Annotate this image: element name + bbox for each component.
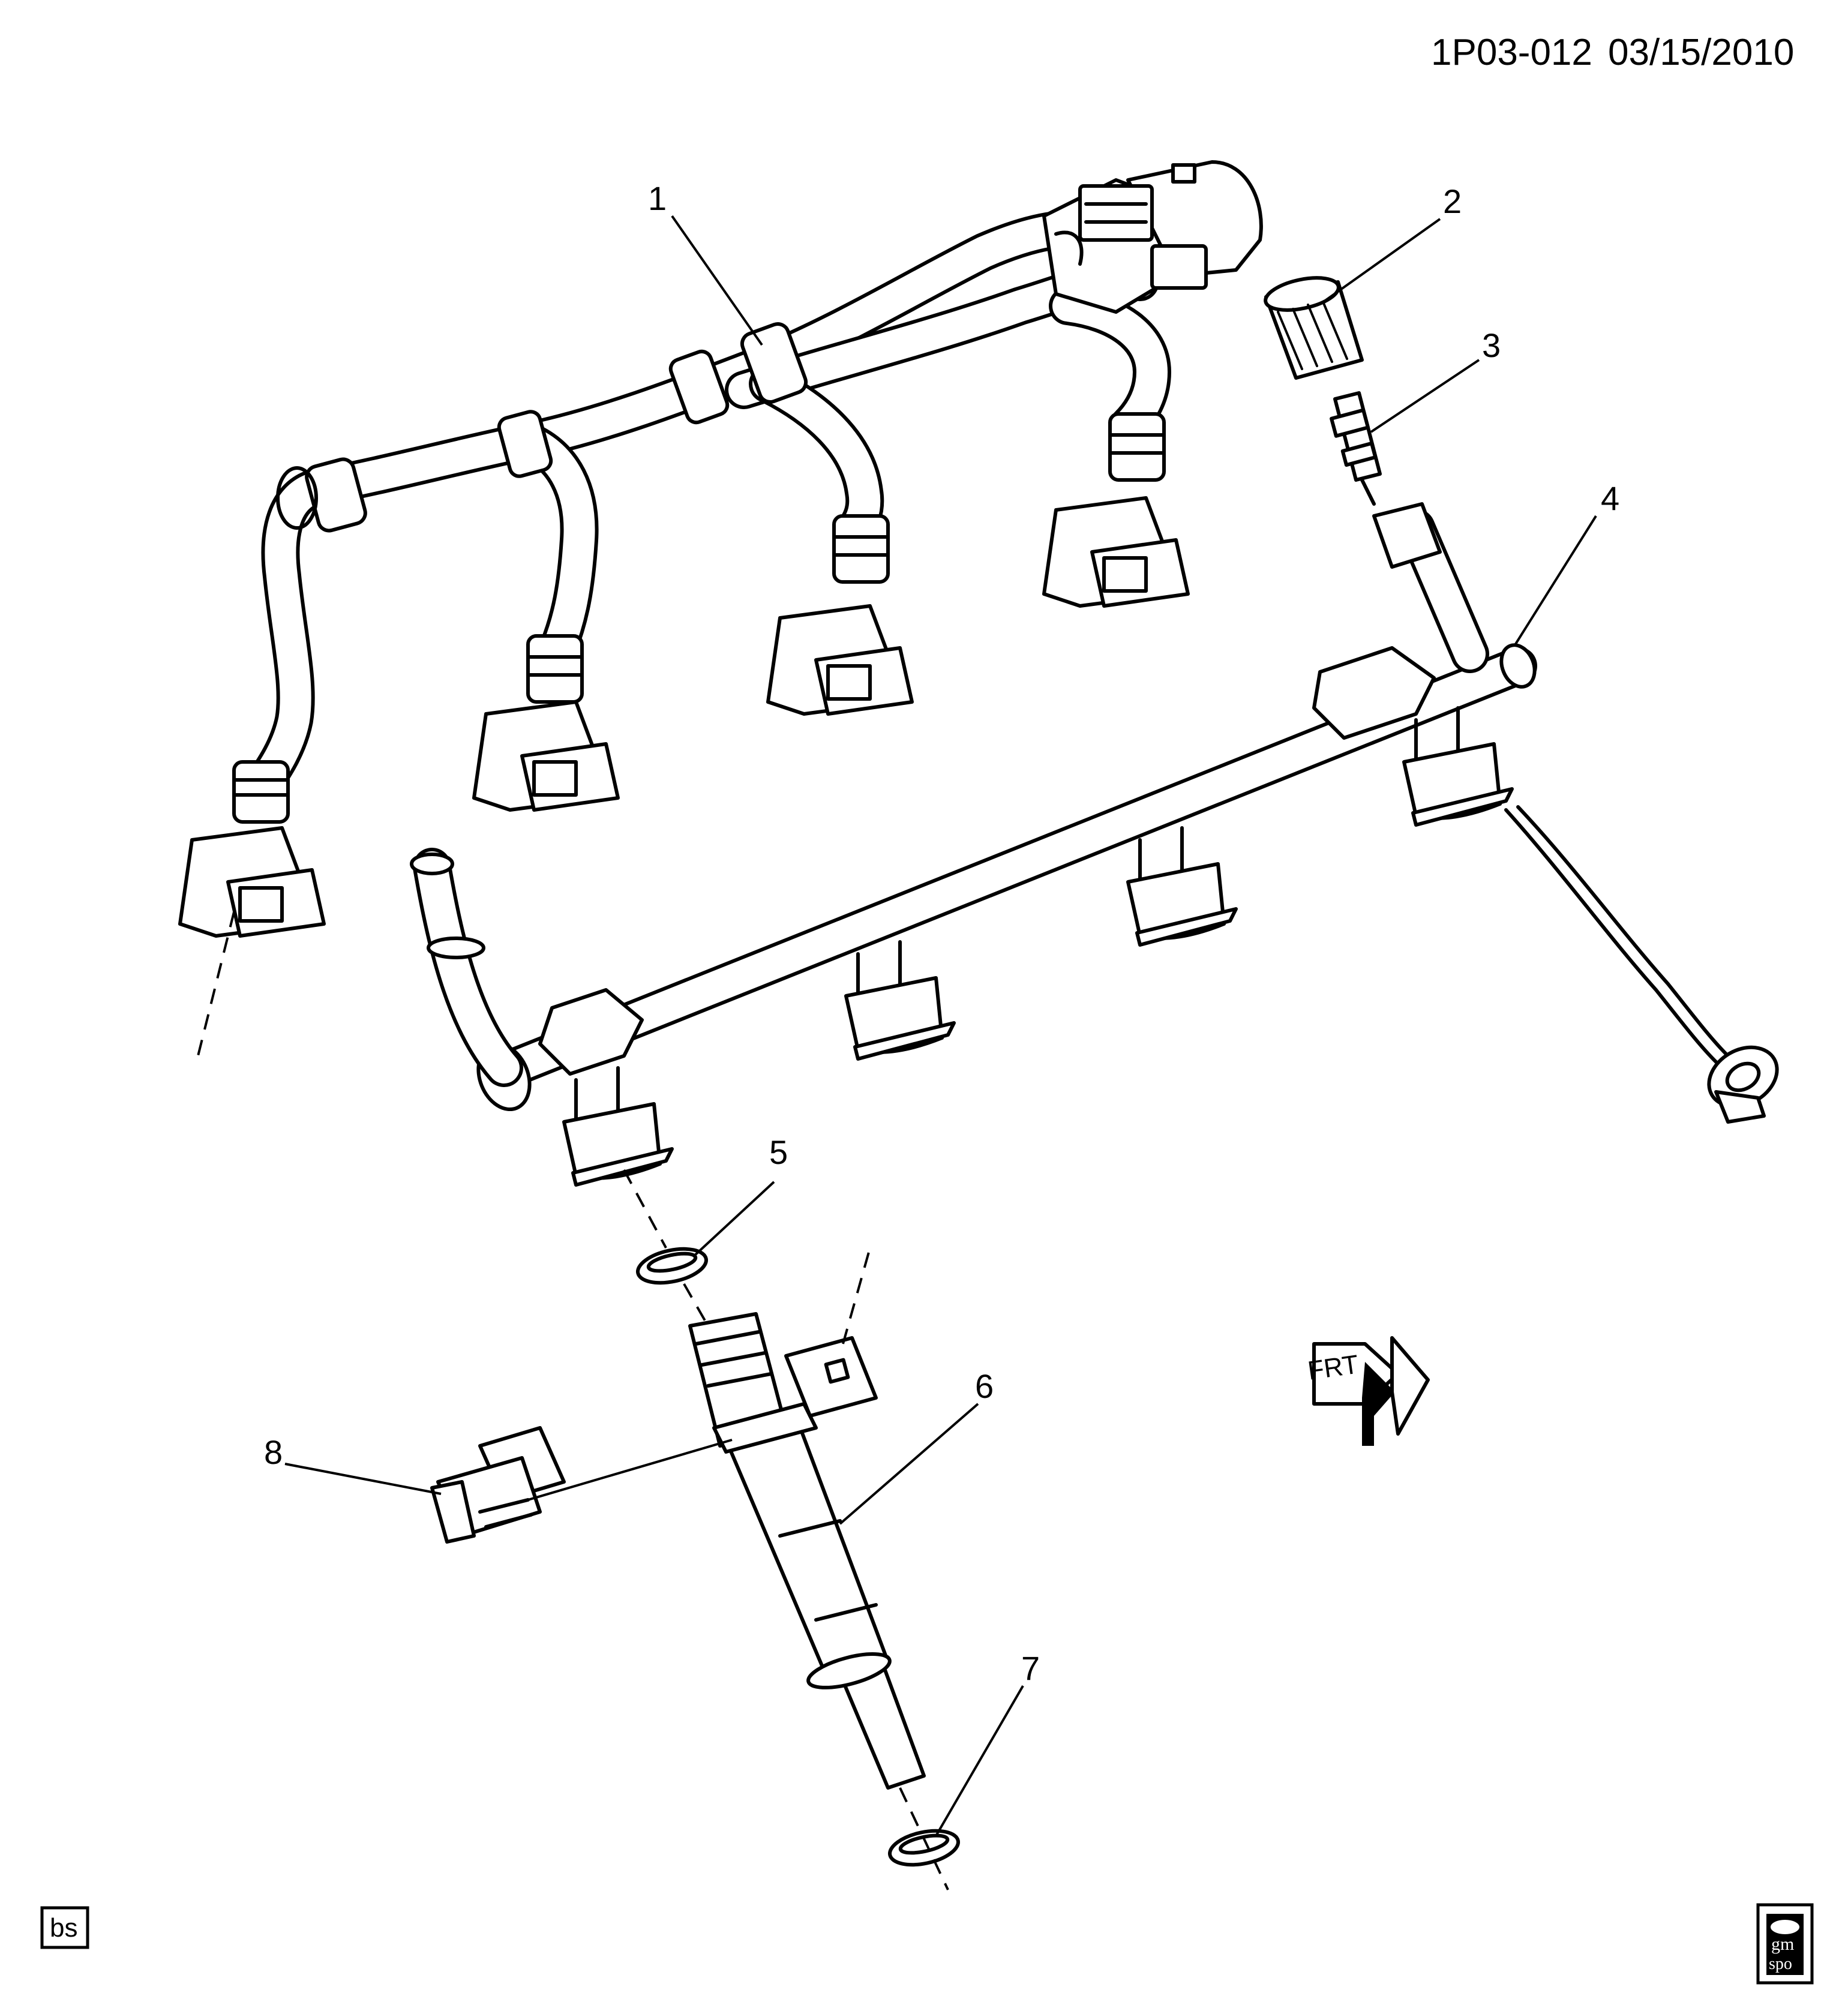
callout-7: 7: [1021, 1649, 1040, 1687]
harness-injector-connector-2: [472, 634, 620, 812]
harness-main-connector: [1042, 160, 1263, 314]
corner-badge-text: bs: [50, 1913, 77, 1943]
gm-spo-logo-icon: gm spo: [1756, 1903, 1814, 1985]
callout-5: 5: [769, 1133, 788, 1171]
wiring-harness: [178, 160, 1263, 938]
fuel-rail-injector-cup-4: [1402, 706, 1514, 827]
front-indicator: FRT: [1306, 1336, 1430, 1446]
corner-badge: bs: [40, 1906, 89, 1949]
harness-injector-connector-1: [178, 760, 326, 938]
fuel-rail-injector-cup-2: [844, 940, 956, 1061]
lower-o-ring: [888, 1829, 960, 1867]
injector-connector: [430, 1426, 566, 1544]
fuel-rail-injector-cup-3: [1126, 826, 1238, 947]
fuel-rail-cap: [1264, 276, 1364, 380]
callout-6: 6: [975, 1367, 994, 1405]
harness-injector-connector-4: [1042, 412, 1190, 608]
drawing-id: 1P03-012: [1431, 32, 1592, 73]
callout-1: 1: [648, 179, 667, 217]
fuel-rail: [410, 502, 1779, 1187]
harness-injector-connector-3: [766, 514, 914, 716]
logo-line-1: gm: [1771, 1934, 1794, 1954]
schrader-valve: [1330, 391, 1382, 506]
callout-2: 2: [1443, 182, 1462, 220]
front-direction-arrow-icon: [1362, 1336, 1430, 1446]
callout-4: 4: [1601, 479, 1619, 517]
fuel-injector: [688, 1312, 926, 1790]
fuel-rail-injector-cup-1: [562, 1066, 674, 1187]
callout-3: 3: [1482, 326, 1501, 364]
logo-line-2: spo: [1769, 1955, 1792, 1973]
front-label: FRT: [1306, 1350, 1361, 1386]
alignment-lines: [197, 911, 949, 1890]
upper-o-ring: [636, 1247, 708, 1285]
callouts: 1 2 3 4 5 6 7 8: [264, 179, 1619, 1837]
callout-8: 8: [264, 1433, 283, 1471]
drawing-date: 03/15/2010: [1608, 32, 1794, 73]
